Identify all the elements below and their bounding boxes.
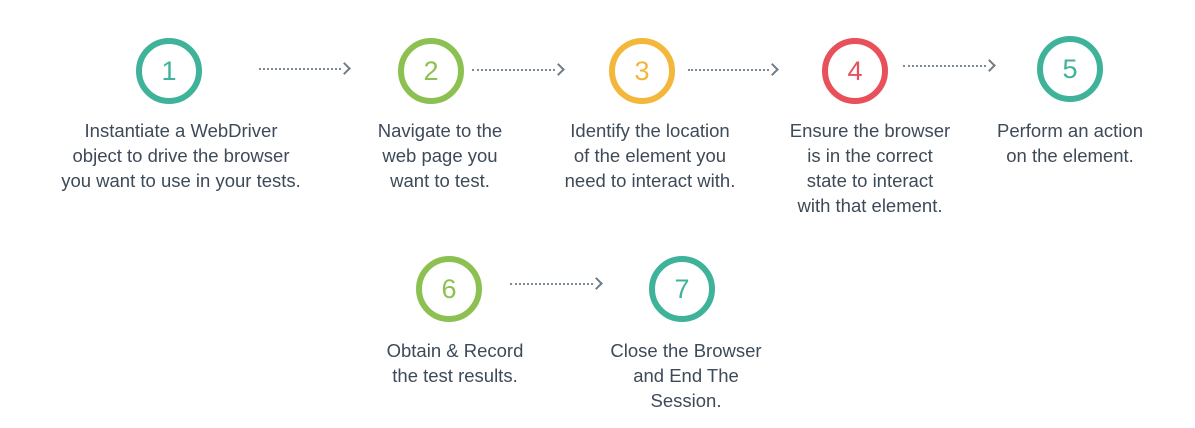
step-7-circle: 7 <box>649 256 715 322</box>
step-2-line-3: want to test. <box>390 170 490 191</box>
step-5-label: Perform an action on the element. <box>975 118 1165 168</box>
step-1-line-1: Instantiate a WebDriver <box>84 120 278 141</box>
step-6-label: Obtain & Record the test results. <box>360 338 550 388</box>
step-4-line-1: Ensure the browser <box>789 120 951 141</box>
step-7-line-1: Close the Browser <box>610 340 762 361</box>
arrow-2-to-3 <box>472 64 565 76</box>
arrow-3-to-4 <box>688 64 779 76</box>
arrow-1-to-2 <box>259 63 351 75</box>
step-6-number: 6 <box>441 273 457 304</box>
step-4-line-2: is in the correct <box>807 145 933 166</box>
step-7-label: Close the Browser and End The Session. <box>588 338 784 413</box>
step-3-line-3: need to interact with. <box>564 170 736 191</box>
step-5-circle: 5 <box>1037 36 1103 102</box>
step-1-line-2: object to drive the browser <box>72 145 290 166</box>
step-2-line-1: Navigate to the <box>377 120 503 141</box>
step-3-number: 3 <box>634 55 650 86</box>
step-1-circle: 1 <box>136 38 202 104</box>
step-4-number: 4 <box>847 55 863 86</box>
step-6-circle: 6 <box>416 256 482 322</box>
step-2-label: Navigate to the web page you want to tes… <box>345 118 535 193</box>
step-4-circle: 4 <box>822 38 888 104</box>
step-5-line-2: on the element. <box>1006 145 1134 166</box>
step-1-line-3: you want to use in your tests. <box>61 170 301 191</box>
step-3-line-1: Identify the location <box>570 120 730 141</box>
step-7-number: 7 <box>674 273 690 304</box>
step-3-line-2: of the element you <box>573 145 727 166</box>
arrow-4-to-5 <box>903 60 996 72</box>
step-2-line-2: web page you <box>382 145 498 166</box>
step-5-line-1: Perform an action <box>996 120 1143 141</box>
arrow-6-to-7 <box>510 278 603 290</box>
step-2-number: 2 <box>423 55 439 86</box>
step-3-label: Identify the location of the element you… <box>540 118 760 193</box>
step-2-circle: 2 <box>398 38 464 104</box>
step-1-number: 1 <box>161 55 177 86</box>
step-7-line-2: and End The <box>633 365 739 386</box>
step-5-number: 5 <box>1062 53 1078 84</box>
step-4-line-3: state to interact <box>806 170 934 191</box>
step-4-label: Ensure the browser is in the correct sta… <box>760 118 980 218</box>
step-4-line-4: with that element. <box>797 195 943 216</box>
step-1-label: Instantiate a WebDriver object to drive … <box>32 118 330 193</box>
step-3-circle: 3 <box>609 38 675 104</box>
step-6-line-1: Obtain & Record <box>386 340 524 361</box>
step-6-line-2: the test results. <box>392 365 518 386</box>
step-7-line-3: Session. <box>650 390 722 411</box>
